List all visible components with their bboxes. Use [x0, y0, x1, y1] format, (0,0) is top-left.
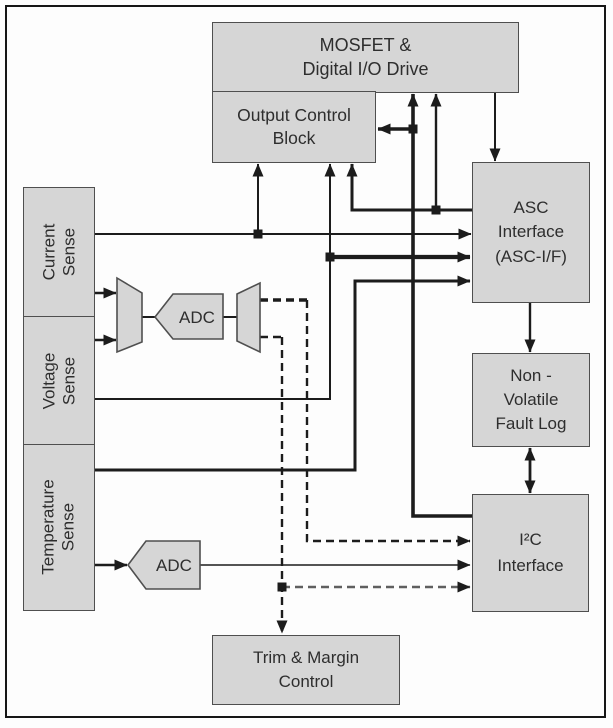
block-label: MOSFET & — [319, 34, 412, 55]
block-asc-interface: ASC Interface (ASC-I/F) — [472, 162, 590, 303]
block-label: Block — [272, 128, 316, 148]
block-label: Output Control — [237, 104, 351, 125]
rotated-label: Current Sense — [38, 224, 78, 281]
block-label: Interface — [497, 222, 565, 242]
block-i2c-interface: I²C Interface — [472, 494, 589, 612]
block-label: Fault Log — [495, 413, 567, 433]
block-current-sense: Current Sense — [23, 187, 95, 318]
rotated-label: Voltage Sense — [38, 352, 78, 410]
block-output-control: Output Control Block — [212, 91, 376, 163]
block-trim-margin-control: Trim & Margin Control — [212, 635, 400, 705]
block-label: Interface — [497, 556, 564, 575]
block-temperature-sense: Temperature Sense — [23, 444, 95, 611]
rotated-label: Temperature Sense — [38, 479, 78, 576]
block-label: I²C — [519, 529, 542, 549]
block-label: Trim & Margin — [252, 648, 360, 668]
block-label: (ASC-I/F) — [495, 246, 567, 266]
block-label: Non - — [510, 366, 552, 386]
block-label: Control — [278, 672, 334, 691]
block-label: ASC — [513, 197, 549, 217]
block-nonvolatile-fault-log: Non - Volatile Fault Log — [472, 353, 590, 447]
block-voltage-sense: Voltage Sense — [23, 316, 95, 446]
outer-border-frame — [5, 5, 606, 718]
block-mosfet-digital-io-drive: MOSFET & Digital I/O Drive — [212, 22, 519, 93]
block-label: Volatile — [503, 390, 559, 410]
block-label: Digital I/O Drive — [302, 58, 429, 79]
